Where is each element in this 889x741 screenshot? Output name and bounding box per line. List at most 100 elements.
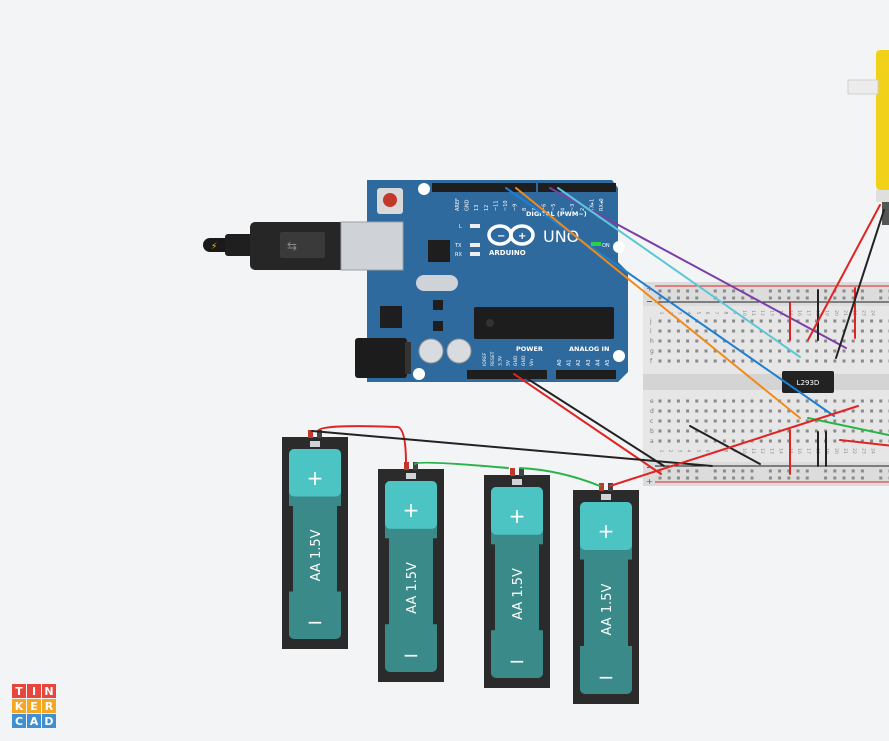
column-label: 24 [870,310,876,316]
column-label: 1 [658,450,664,453]
svg-text:+: + [518,231,526,242]
pin-label: ~6 [541,204,547,211]
wires[interactable] [311,187,889,487]
pin-label: RX◂0 [599,198,605,211]
wire-gnd-black[interactable] [519,373,665,467]
wire-motor-red[interactable] [807,204,881,341]
column-label: 21 [842,310,848,316]
pin-label: GND [465,199,471,211]
wire-bb-black-1[interactable] [689,425,761,465]
column-label: 17 [805,310,811,316]
column-label: 4 [686,450,692,453]
battery-voltage-label: AA 1.5V [405,562,420,614]
wire-blue[interactable] [505,187,835,417]
column-label: 12 [759,448,765,454]
column-label: 20 [833,310,839,316]
svg-text:+: + [646,477,653,486]
wire-cyan[interactable] [557,187,801,358]
pin-label: ~9 [513,204,519,211]
pin-label: GND [521,355,527,366]
column-label: 17 [805,448,811,454]
wire-bat1-to-bat2[interactable] [317,425,407,465]
row-label: j [649,318,652,325]
logo-letter: R [42,699,56,713]
column-label: 23 [860,448,866,454]
pin-label: A0 [557,359,563,366]
analog-header[interactable] [556,370,616,379]
pin-label: 4 [561,208,567,211]
column-label: 3 [676,450,682,453]
row-label: d [650,408,654,415]
digital-label: DIGITAL (PWM~) [526,210,587,218]
pin-label: 12 [484,205,490,211]
pin-label: ~11 [493,200,499,211]
column-label: 10 [741,448,747,454]
column-label: 1 [658,312,664,315]
pin-label: Vin [529,359,535,366]
pin-label: ~5 [551,204,557,211]
wire-bb-green[interactable] [807,417,889,437]
arduino-uno-board[interactable]: − + ARDUINO UNO DIGITAL (PWM~) POWER ANA… [340,180,628,382]
logo-letter: K [12,699,26,713]
l293d-chip[interactable]: L293D [782,371,834,393]
logo-letter: A [27,714,41,728]
microcontroller-chip [474,307,614,339]
battery-plus-label: + [403,498,420,522]
column-label: 16 [796,448,802,454]
wire-bb-red-4[interactable] [839,439,889,447]
column-label: 8 [722,450,728,453]
usb-port [340,221,404,271]
row-label: c [650,418,653,425]
battery-2[interactable]: +AA 1.5V− [378,462,444,682]
row-label: f [650,358,653,365]
wire-5v-red[interactable] [513,373,662,475]
battery-4[interactable]: +AA 1.5V− [573,483,639,704]
wire-orange[interactable] [515,187,801,419]
column-label: 4 [686,312,692,315]
pin-label: AREF [455,198,461,211]
battery-plus-label: + [598,519,615,543]
arduino-model: UNO [543,227,579,246]
dc-motor[interactable] [847,50,889,225]
pin-label: 7 [532,208,538,211]
analog-label: ANALOG IN [569,345,609,353]
column-label: 14 [778,448,784,454]
pin-label: ~3 [570,204,576,211]
battery-1[interactable]: +AA 1.5V− [282,430,348,649]
capacitor-1 [418,338,444,364]
wire-bat3-to-bat4[interactable] [519,467,601,487]
svg-text:−: − [646,463,653,472]
wire-bat4-to-bb[interactable] [609,405,859,487]
battery-voltage-label: AA 1.5V [511,568,526,620]
digital-header[interactable] [432,183,536,192]
column-label: 21 [842,448,848,454]
battery-3[interactable]: +AA 1.5V− [484,468,550,688]
pin-label: A3 [586,359,592,366]
svg-text:−: − [646,297,653,306]
row-label: b [650,428,654,435]
wire-purple[interactable] [549,187,847,349]
pin-label: 13 [474,205,480,211]
column-label: 13 [768,448,774,454]
battery-pack[interactable]: +AA 1.5V−+AA 1.5V−+AA 1.5V−+AA 1.5V− [282,430,639,704]
column-label: 19 [824,310,830,316]
wire-bat1-to-bb[interactable] [311,430,713,467]
column-label: 20 [833,448,839,454]
column-label: 11 [750,448,756,454]
rx-led-label: RX [455,252,462,258]
usb-cable[interactable]: ⚡ ⇆ [203,222,345,270]
pin-label: A1 [567,359,573,366]
row-label: i [650,328,652,335]
battery-minus-label: − [598,665,615,689]
wire-motor-black[interactable] [835,209,885,359]
column-label: 13 [768,310,774,316]
wire-bat2-to-bat3[interactable] [414,461,509,469]
power-header[interactable] [467,370,547,379]
column-label: 6 [704,450,710,453]
arduino-infinity-logo [487,224,535,246]
arduino-brand: ARDUINO [489,249,526,257]
column-label: 9 [732,312,738,315]
